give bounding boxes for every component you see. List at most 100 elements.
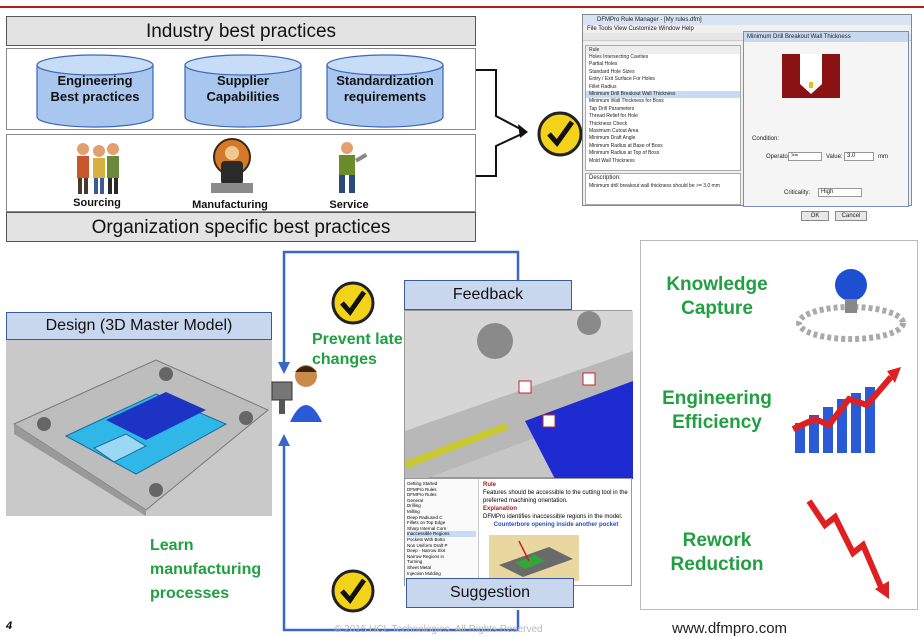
- operator-select[interactable]: >=: [788, 152, 822, 161]
- rule-list-item[interactable]: Minimum Wall Thickness for Boss: [589, 98, 664, 105]
- label-line: manufacturing: [150, 561, 262, 578]
- organization-panel: Sourcing Manufacturing Service: [6, 134, 476, 212]
- rule-list-item[interactable]: Thickness Check: [589, 120, 628, 127]
- cad-model-icon: [12, 359, 269, 516]
- people-label: Sourcing: [73, 197, 121, 209]
- rule-list-item[interactable]: Maximum Cutout Area: [589, 128, 639, 135]
- unit-label: mm: [878, 154, 888, 160]
- benefit-line: Engineering: [662, 388, 772, 409]
- description-panel: Description: Minimum drill breakout wall…: [585, 173, 741, 205]
- tree-item[interactable]: Fillets on Top Edge: [407, 520, 446, 526]
- benefit-engineering-efficiency: Engineering Efficiency: [647, 387, 787, 435]
- industry-title: Industry best practices: [6, 16, 476, 46]
- tree-item[interactable]: Deep Radiused C: [407, 514, 443, 520]
- description-text: Minimum drill breakout wall thickness sh…: [589, 183, 720, 189]
- organization-title: Organization specific best practices: [6, 212, 476, 242]
- cylinder-label: Supplier: [216, 73, 269, 88]
- check-icon: [537, 111, 583, 157]
- benefit-line: Reduction: [670, 554, 764, 575]
- tree-item[interactable]: Drilling: [407, 503, 421, 509]
- user-at-computer-icon: [271, 365, 322, 422]
- cylinder-label: requirements: [343, 89, 427, 104]
- window-title: DFMPro Rule Manager - [My rules.dfm]: [583, 15, 911, 25]
- rule-list-item[interactable]: Fillet Radius: [589, 83, 617, 90]
- condition-label: Condition:: [752, 136, 780, 142]
- rising-bar-chart-icon: [791, 367, 901, 453]
- drill-breakout-diagram: [782, 54, 840, 98]
- feedback-title: Feedback: [404, 280, 572, 310]
- tree-item[interactable]: DFMPro Rules: [407, 486, 437, 492]
- tree-item[interactable]: Injection Molding: [407, 570, 441, 576]
- rule-list-item[interactable]: Minimum Drill Breakout Wall Thickness: [586, 91, 740, 99]
- rule-header: Rule: [586, 46, 740, 54]
- tree-item[interactable]: Sheet Metal: [407, 564, 432, 570]
- value-label: Value:: [826, 154, 843, 160]
- benefit-rework-reduction: Rework Reduction: [647, 529, 787, 577]
- criticality-select[interactable]: High: [818, 188, 862, 197]
- cylinder-label: Engineering: [57, 73, 133, 88]
- ok-button[interactable]: OK: [801, 211, 829, 221]
- manufacturing-worker-icon: [211, 138, 253, 193]
- label-line: changes: [312, 351, 377, 368]
- rule-list-item[interactable]: Tap Drill Parameters: [589, 105, 635, 112]
- tree-item[interactable]: General: [407, 497, 424, 503]
- tree-item[interactable]: Getting Started: [407, 481, 438, 486]
- rule-list-item[interactable]: Partial Holes: [589, 61, 618, 68]
- operator-label: Operator:: [766, 154, 792, 160]
- check-icon: [331, 569, 375, 613]
- people-label: Manufacturing: [192, 199, 268, 211]
- benefit-line: Efficiency: [672, 412, 762, 433]
- cancel-button[interactable]: Cancel: [835, 211, 867, 221]
- people-label: Service: [329, 199, 369, 211]
- menu-bar[interactable]: File Tools View Customize Window Help: [587, 26, 694, 32]
- merge-arrow: [476, 69, 528, 177]
- rule-list-item[interactable]: Minimum Radius at Base of Boss: [589, 142, 663, 149]
- tree-item[interactable]: Narrow Regions in: [407, 553, 445, 559]
- tree-item[interactable]: Non Uniform Draft P: [407, 542, 448, 548]
- benefit-line: Capture: [681, 298, 753, 319]
- label-line: processes: [150, 585, 230, 602]
- learn-processes-label: Learn manufacturing processes: [150, 534, 261, 606]
- benefit-line: Rework: [682, 530, 752, 551]
- copyright: © 2015 HCL Technologies. All Rights Rese…: [334, 624, 543, 635]
- cylinder-label: Capabilities: [206, 89, 280, 104]
- cylinder-label: Standardization: [336, 73, 434, 88]
- tree-item[interactable]: Pockets With Botto: [407, 536, 446, 542]
- rule-list-item[interactable]: Holes Intersecting Cavities: [589, 54, 649, 60]
- lightbulb-circle-icon: [796, 269, 906, 342]
- label-line: Learn: [150, 537, 194, 554]
- label-line: Prevent late: [312, 331, 403, 348]
- rule-list-item[interactable]: Mold Wall Thickness: [589, 157, 635, 164]
- tree-item[interactable]: Deep - Narrow Slot: [407, 548, 446, 554]
- rule-list-item[interactable]: Minimum Draft Angle: [589, 135, 636, 142]
- tree-item[interactable]: Inaccessible Regions: [407, 531, 476, 537]
- rule-list-item[interactable]: Thread Relief for Hole: [589, 113, 638, 120]
- rule-list-item[interactable]: Entry / Exit Surface For Holes: [589, 76, 655, 83]
- description-label: Description:: [589, 175, 621, 181]
- benefit-line: Knowledge: [666, 274, 768, 295]
- rule-list-item[interactable]: Standard Hole Sizes: [589, 68, 635, 75]
- tree-item[interactable]: Sharp Internal Corn: [407, 525, 447, 531]
- rule-dialog: Minimum Drill Breakout Wall Thickness Co…: [743, 31, 909, 207]
- cylinder-label: Best practices: [50, 89, 140, 104]
- rule-list-item[interactable]: Minimum Radius at Top of Boss: [589, 150, 660, 157]
- suggestion-title: Suggestion: [406, 578, 574, 608]
- feedback-loop-arrows: [278, 250, 520, 632]
- explanation-text: DFMPro identifies inaccessible regions i…: [483, 514, 623, 520]
- rule-heading: Rule: [483, 482, 497, 488]
- benefit-knowledge-capture: Knowledge Capture: [647, 273, 787, 321]
- tree-item[interactable]: DFMPro Rules: [407, 492, 437, 498]
- value-input[interactable]: 3.0: [844, 152, 874, 161]
- tree-item[interactable]: Milling: [407, 508, 420, 514]
- tree-item[interactable]: Turning: [407, 559, 423, 565]
- benefits-panel: Knowledge Capture Engineering Efficiency…: [640, 240, 918, 610]
- rule-manager-window: DFMPro Rule Manager - [My rules.dfm] Fil…: [582, 14, 912, 221]
- design-title: Design (3D Master Model): [6, 312, 272, 340]
